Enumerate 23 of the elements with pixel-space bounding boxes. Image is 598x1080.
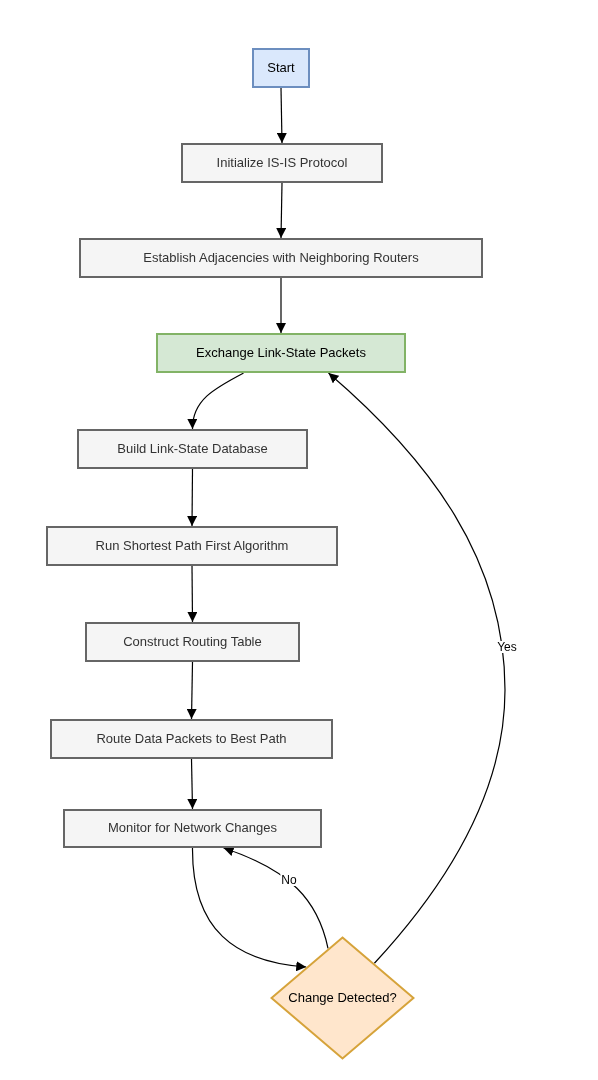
- arrow: [276, 277, 286, 334]
- process-box: Construct Routing Table: [85, 622, 300, 662]
- process-box: Initialize IS-IS Protocol: [181, 143, 383, 183]
- process-box: Route Data Packets to Best Path: [50, 719, 333, 759]
- arrow: [276, 87, 287, 144]
- process-box: Run Shortest Path First Algorithm: [46, 526, 338, 566]
- process-box: Exchange Link-State Packets: [156, 333, 406, 373]
- process-box: Monitor for Network Changes: [63, 809, 322, 848]
- edge-label: No: [280, 874, 298, 886]
- arrow: [276, 182, 287, 239]
- edge-label: Yes: [496, 641, 518, 653]
- process-box: Build Link-State Database: [77, 429, 308, 469]
- arrow: [187, 565, 198, 623]
- decision-diamond: Change Detected?: [270, 936, 415, 1060]
- arrow: [187, 468, 198, 527]
- arrow: [191, 847, 307, 971]
- arrow: [223, 846, 329, 949]
- arrow: [186, 661, 197, 720]
- arrow: [327, 372, 506, 964]
- process-box: Establish Adjacencies with Neighboring Routers: [79, 238, 483, 278]
- start-box: Start: [252, 48, 310, 88]
- arrow: [187, 758, 198, 810]
- arrow: [188, 372, 245, 430]
